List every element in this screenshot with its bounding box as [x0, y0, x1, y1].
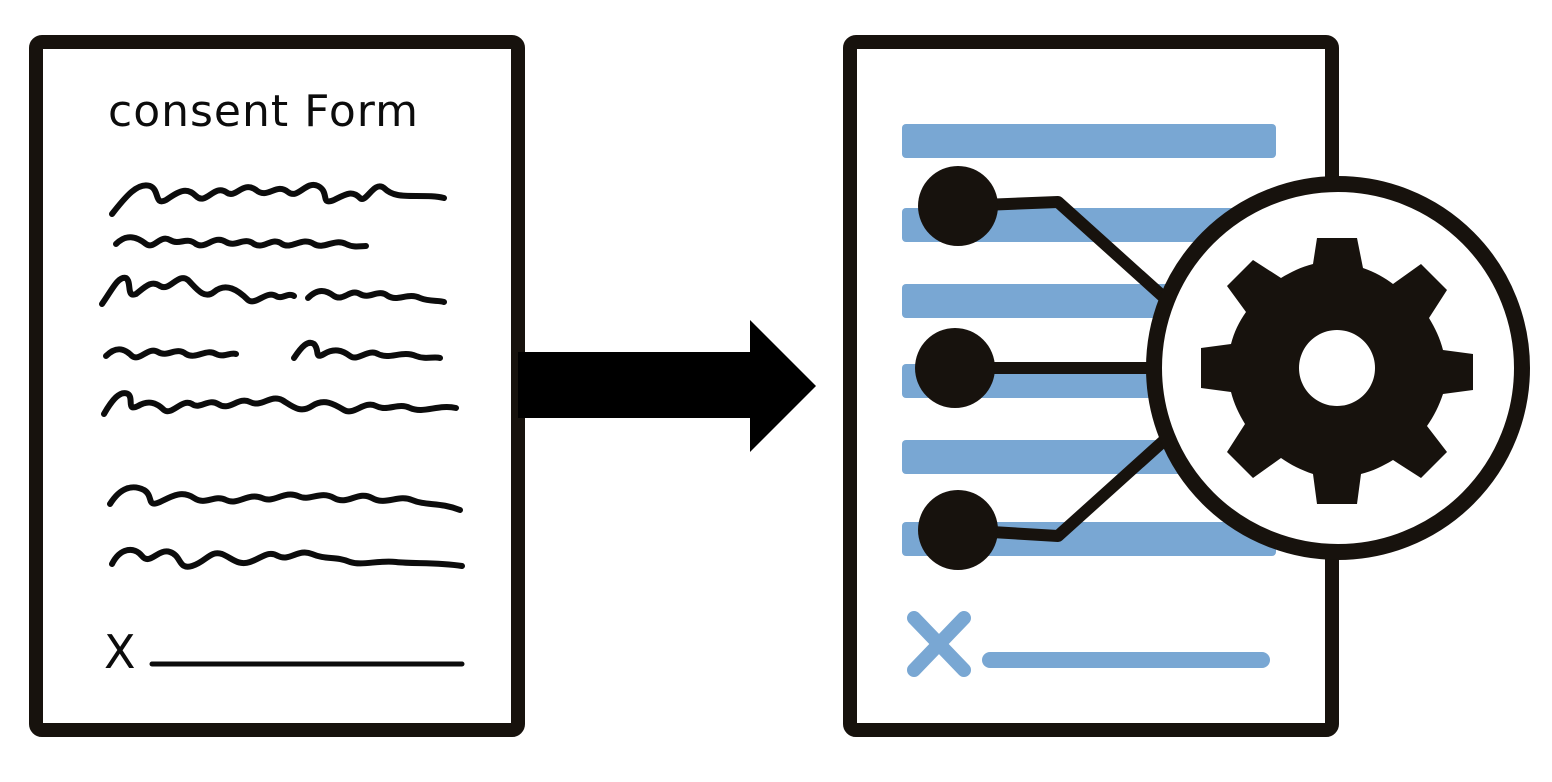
scribbled-text-lines: [99, 181, 465, 570]
connector-node-middle: [915, 328, 995, 408]
gear-icon: [1201, 238, 1473, 504]
scribble-line: [99, 274, 297, 307]
scribble-line: [109, 181, 447, 217]
highlight-line: [902, 124, 1276, 158]
scribble-line: [305, 288, 447, 305]
x-mark-icon: [907, 611, 971, 677]
arrow-shaft: [518, 352, 756, 418]
consent-form-title: consent Form: [108, 86, 419, 137]
processed-document: [843, 35, 1530, 737]
x-mark-stroke: [907, 611, 971, 677]
connector-node-bottom: [918, 490, 998, 570]
scribble-line: [103, 346, 239, 361]
gear-body: [1201, 238, 1473, 504]
scribble-line: [113, 234, 369, 250]
scribble-line: [107, 484, 463, 513]
scribble-line: [101, 390, 459, 417]
node-icon: [915, 166, 998, 570]
arrow-head: [750, 320, 816, 452]
scribble-line: [109, 546, 465, 570]
connector-node-top: [918, 166, 998, 246]
signature-x-mark: X: [104, 625, 136, 679]
consent-form-document: consent Form X: [29, 35, 525, 737]
right-arrow-icon: [518, 320, 816, 452]
scribble-line: [291, 339, 443, 361]
